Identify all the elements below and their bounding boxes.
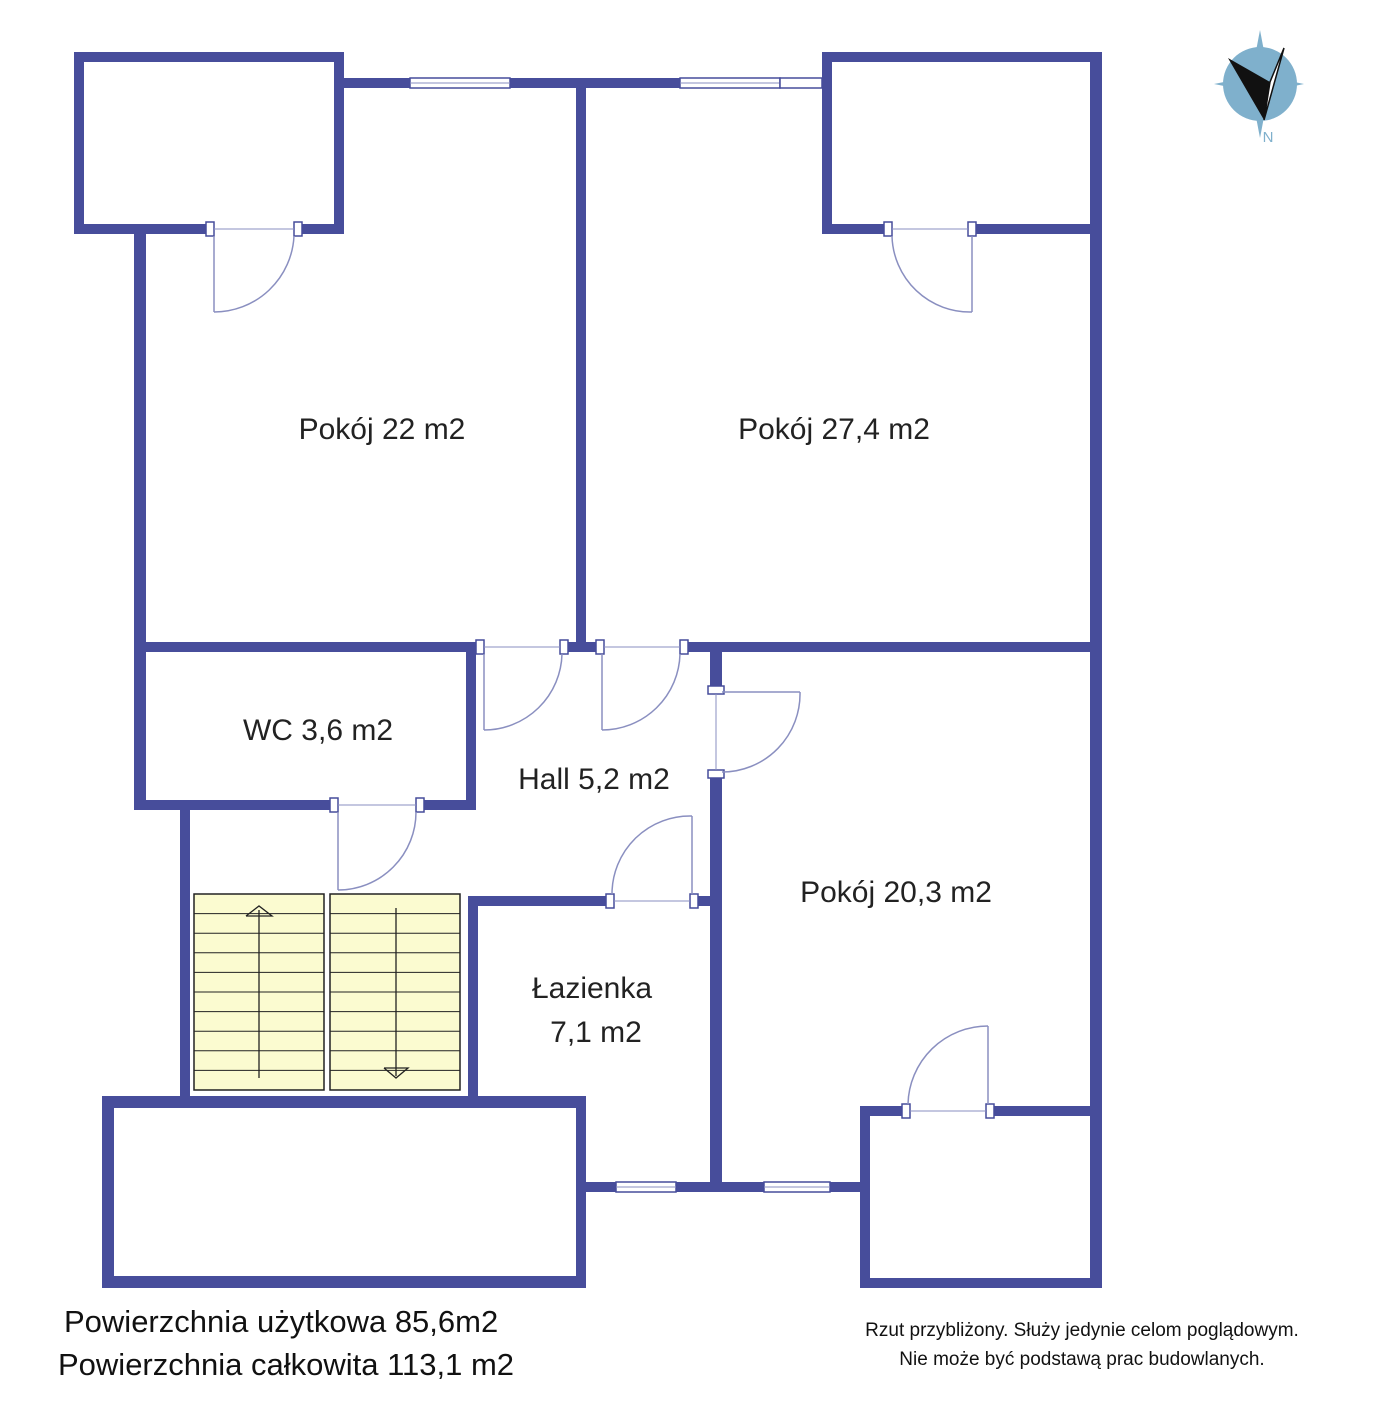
stair-flight-up [193,893,325,1091]
disclaimer-line-1: Rzut przybliżony. Służy jedynie celom po… [865,1320,1299,1341]
wall-segment [468,896,608,906]
walls [74,52,1102,1288]
wall-segment [74,52,344,62]
door [901,1025,995,1119]
window [779,77,823,89]
wall-segment [134,642,478,652]
wall-segment [710,652,722,688]
wall-segment [102,1096,586,1108]
wall-segment [576,1096,586,1288]
room-label-bathroom: Łazienka [532,972,652,1005]
wall-segment [822,52,1102,62]
room-label-hall: Hall 5,2 m2 [518,763,670,796]
room-label-bedroom-3: Pokój 20,3 m2 [800,876,992,909]
wall-segment [676,1182,764,1192]
wall-segment [822,52,832,234]
stair-flight-down [329,893,461,1091]
door [475,639,569,731]
wall-segment [566,642,596,652]
doors [205,221,995,1119]
wall-segment [298,224,344,234]
door [595,639,689,731]
window [615,1181,677,1193]
wall-segment [134,234,146,808]
disclaimer-line-2: Nie może być podstawą prac budowlanych. [899,1349,1264,1370]
wall-segment [822,224,888,234]
total-area-label: Powierzchnia całkowita 113,1 m2 [58,1347,514,1382]
room-labels: Pokój 22 m2 Pokój 27,4 m2 WC 3,6 m2 Hall… [243,413,992,1049]
wall-segment [992,1106,1102,1116]
wall-segment [74,52,84,234]
wall-segment [180,810,190,1098]
compass-north-label: N [1263,129,1274,146]
wall-segment [586,1182,616,1192]
wall-segment [420,800,476,810]
wall-segment [974,224,1102,234]
wall-segment [696,896,710,906]
door [329,797,425,891]
wall-segment [74,224,212,234]
window [763,1181,831,1193]
wall-segment [334,52,344,234]
wall-segment [344,78,410,88]
wall-segment [102,1276,586,1288]
wall-segment [1090,52,1102,234]
door [205,221,303,313]
wall-segment [576,88,586,652]
door [707,685,801,779]
wall-segment [860,1106,904,1116]
door [883,221,977,313]
window [679,77,781,89]
wall-segment [510,78,680,88]
window [409,77,511,89]
wall-segment [686,642,1102,652]
wall-segment [468,896,478,1096]
compass-rose: N [1214,30,1304,146]
windows [409,77,831,1193]
room-label-bedroom-1: Pokój 22 m2 [299,413,466,446]
door [605,815,699,909]
area-summary: Powierzchnia użytkowa 85,6m2 Powierzchni… [58,1304,514,1382]
wall-segment [1090,234,1102,1288]
room-label-bathroom-area: 7,1 m2 [550,1016,642,1049]
wall-segment [860,1106,870,1288]
room-label-wc: WC 3,6 m2 [243,714,393,747]
wall-segment [830,1182,862,1192]
disclaimer: Rzut przybliżony. Służy jedynie celom po… [865,1320,1299,1370]
compass-needle [1228,58,1270,120]
stairs [193,893,461,1091]
compass-needle [1263,47,1285,121]
wall-segment [710,776,722,1188]
usable-area-label: Powierzchnia użytkowa 85,6m2 [64,1304,498,1339]
wall-segment [466,652,476,808]
wall-segment [860,1278,1102,1288]
wall-segment [102,1096,114,1288]
wall-segment [134,800,332,810]
room-label-bedroom-2: Pokój 27,4 m2 [738,413,930,446]
